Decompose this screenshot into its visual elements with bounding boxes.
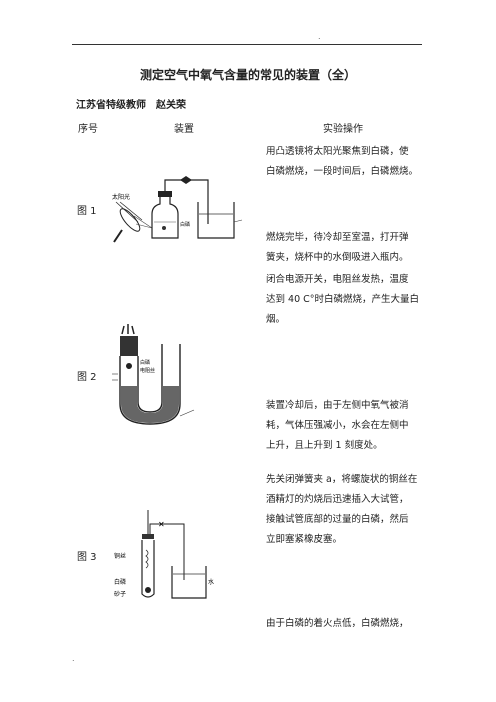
footer-dot: . [72,654,75,663]
operation-line: 烟。 [266,314,286,325]
page-title: 测定空气中氧气含量的常见的装置（全） [139,68,356,82]
figure-3-phosphorus-callout: 白磷 [114,578,126,586]
header-rule [72,44,422,45]
operation-block-5: 先关闭弹簧夹 a，将螺旋状的铜丝在 酒精灯的灼烧后迅速插入大试管， 接触试管底部… [266,470,417,550]
column-header-apparatus: 装置 [174,124,194,135]
operation-block-2: 燃烧完毕，待冷却至室温，打开弹 簧夹，烧杯中的水倒吸进入瓶内。 [266,228,409,268]
large-test-tube [141,540,155,598]
spring-clamp [180,176,192,184]
operation-line: 用凸透镜将太阳光聚焦到白磷，使 [266,146,409,157]
white-phosphorus [126,363,132,369]
delivery-tube [164,179,209,224]
sunlight-ray [119,201,143,221]
gas-bottle [151,195,179,239]
figure-3-water-callout: 水 [208,578,214,586]
beaker [197,202,235,239]
white-phosphorus [162,226,166,230]
operation-line: 耗，气体压强减小，水会在左侧中 [266,420,409,431]
figure-1-phosphorus-callout: 白磷 [180,221,190,228]
u-tube-inner [137,344,163,413]
convex-lens [119,208,141,232]
figure-2-phosphorus-callout: 白磷 [140,359,150,366]
white-phosphorus [145,587,151,593]
figure-2-resistor-callout: 电阻丝 [140,367,155,374]
operation-block-4: 装置冷却后，由于左侧中氧气被消 耗，气体压强减小，水会在左侧中 上升，且上升到 … [266,396,409,456]
figure-1-apparatus: 太阳光 白磷 [112,176,243,243]
wire-leads [121,324,135,335]
operation-line: 达到 40 C°时白磷燃烧，产生大量白 [266,294,420,305]
operation-line: 先关闭弹簧夹 a，将螺旋状的铜丝在 [266,474,418,485]
clamp-a-marker: ✕ [158,520,165,529]
callout-line [179,409,195,417]
u-tube-outer [119,344,181,425]
focused-ray [133,215,153,229]
operation-line: 闭合电源开关，电阻丝发热，温度 [266,274,409,285]
figure-3-sand-callout: 砂子 [114,590,126,598]
figure-2-label: 图 2 [77,372,97,383]
bottle-stopper [158,191,172,197]
operation-line: 装置冷却后，由于左侧中氧气被消 [266,400,409,411]
focused-ray [135,223,153,229]
operation-block-6: 由于白磷的着火点低，白磷燃烧， [266,614,409,634]
operation-line: 立即塞紧橡皮塞。 [266,534,343,545]
water-beaker [171,566,207,599]
operation-line: 接触试管底部的过量的白磷，然后 [266,514,409,525]
rubber-stopper [142,534,154,539]
author-line: 江苏省特级教师 赵关荣 [76,100,186,111]
figure-1-sunlight-callout: 太阳光 [112,193,130,201]
stopper-assembly [120,336,138,356]
figure-3-label: 图 3 [77,552,97,563]
sunlight-ray [115,201,139,223]
operation-line: 酒精灯的灼烧后迅速插入大试管， [266,494,409,505]
column-header-number: 序号 [78,124,98,135]
operation-line: 簧夹，烧杯中的水倒吸进入瓶内。 [266,252,409,263]
water-in-tube [121,386,179,423]
column-header-operation: 实验操作 [323,124,363,135]
figure-1-label: 图 1 [77,206,97,217]
operation-line: 由于白磷的着火点低，白磷燃烧， [266,618,409,629]
figure-3-copper-callout: 铜丝 [114,552,126,560]
callout-line [233,219,243,223]
operation-line: 白磷燃烧，一段时间后，白磷燃烧。 [266,166,419,177]
lens-handle [113,229,123,243]
spiral-copper-wire [145,549,149,569]
header-dot: . [318,32,321,41]
figure-2-apparatus: 白磷 电阻丝 [112,324,195,425]
delivery-tube [149,523,185,580]
operation-line: 燃烧完毕，待冷却至室温，打开弹 [266,232,409,243]
operation-block-3: 闭合电源开关，电阻丝发热，温度 达到 40 C°时白磷燃烧，产生大量白 烟。 [266,270,419,330]
figure-3-apparatus: 铜丝 白磷 砂子 ✕ 水 [114,510,214,599]
operation-block-1: 用凸透镜将太阳光聚焦到白磷，使 白磷燃烧，一段时间后，白磷燃烧。 [266,142,418,182]
operation-line: 上升，且上升到 1 刻度处。 [266,440,383,451]
